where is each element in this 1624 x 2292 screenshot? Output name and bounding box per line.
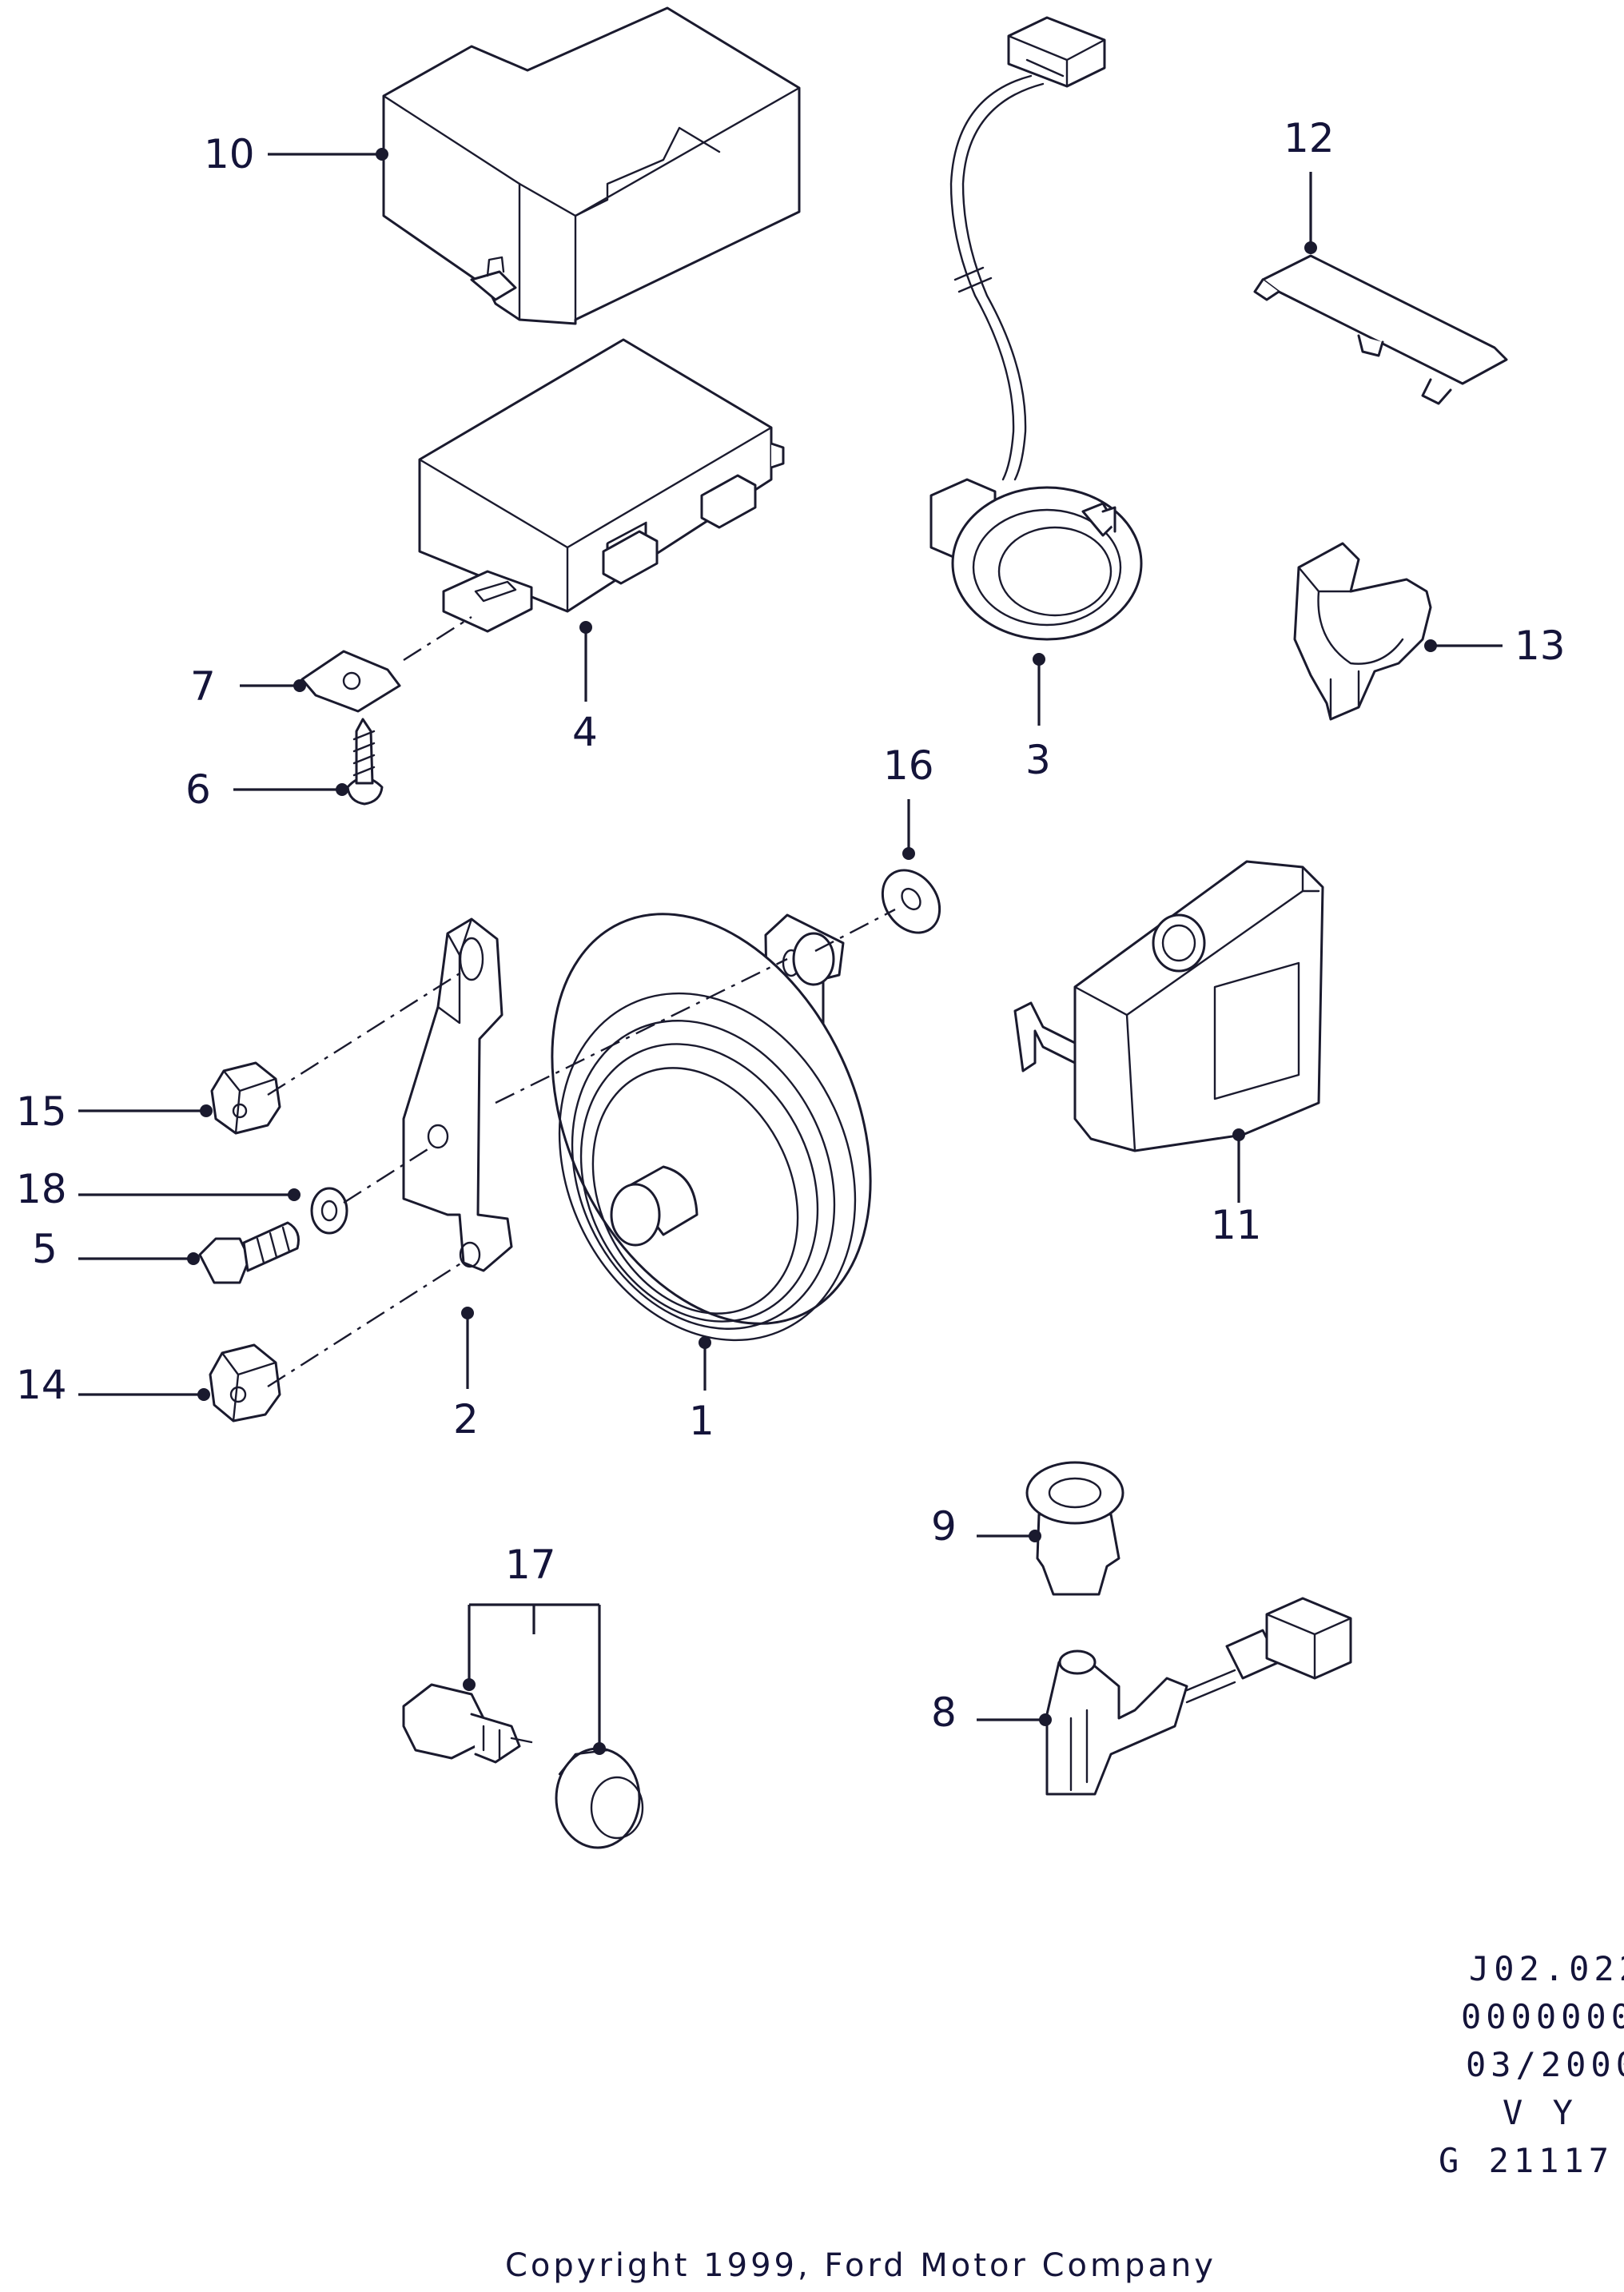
part-9-grommet	[1025, 1461, 1124, 1596]
part-3-ring-harness	[929, 16, 1143, 641]
callout-17: 17	[505, 1542, 556, 1588]
ref-line-2: 0000000	[1461, 1997, 1624, 2036]
callout-15: 15	[16, 1088, 67, 1135]
part-1-horn	[551, 913, 872, 1342]
callout-2: 2	[453, 1396, 479, 1442]
part-2-bracket	[402, 917, 513, 1272]
callout-13: 13	[1515, 623, 1566, 669]
callout-8: 8	[931, 1689, 957, 1736]
ref-line-1: J02.022	[1469, 1949, 1624, 1988]
ref-line-3: 03/2000	[1466, 2045, 1624, 2084]
callout-labels: 10 12 7 4 3 13 6 16 15 18 5 11 14 2 1 9 …	[16, 115, 1566, 1736]
ref-line-5: G 21117 0	[1439, 2141, 1624, 2180]
part-11-module	[1013, 860, 1324, 1152]
callout-14: 14	[16, 1362, 67, 1408]
part-16-washer	[881, 869, 941, 934]
callout-4: 4	[572, 709, 598, 755]
callout-3: 3	[1025, 737, 1051, 783]
assembly-lines	[267, 908, 896, 1388]
reference-block: J02.022 0000000 03/2000 V Y G 21117 0	[1439, 1949, 1624, 2180]
callout-1: 1	[689, 1398, 714, 1444]
callout-18: 18	[16, 1166, 67, 1212]
leader-lines	[78, 148, 1503, 1755]
ref-line-4: V Y	[1503, 2093, 1578, 2132]
part-7-clip-nut	[301, 615, 472, 713]
part-12-bracket	[1253, 254, 1508, 405]
part-18-washer	[310, 1187, 348, 1235]
part-6-screw	[346, 718, 384, 806]
copyright-notice: Copyright 1999, Ford Motor Company	[505, 2247, 1216, 2284]
callout-9: 9	[931, 1503, 957, 1550]
callout-12: 12	[1284, 115, 1335, 161]
part-13-clip	[1293, 542, 1432, 721]
part-15-nut	[210, 1061, 281, 1135]
part-17-bulb-holder	[402, 1683, 644, 1849]
callout-5: 5	[32, 1226, 58, 1272]
part-5-bolt	[198, 1221, 300, 1284]
part-10-cover	[382, 6, 801, 325]
callout-6: 6	[185, 766, 211, 813]
part-4-module	[418, 338, 785, 633]
part-14-nut	[209, 1343, 281, 1423]
part-8-switch	[1045, 1597, 1352, 1796]
callout-11: 11	[1211, 1202, 1262, 1248]
callout-7: 7	[190, 663, 216, 710]
callout-10: 10	[204, 131, 255, 177]
callout-16: 16	[883, 742, 934, 789]
